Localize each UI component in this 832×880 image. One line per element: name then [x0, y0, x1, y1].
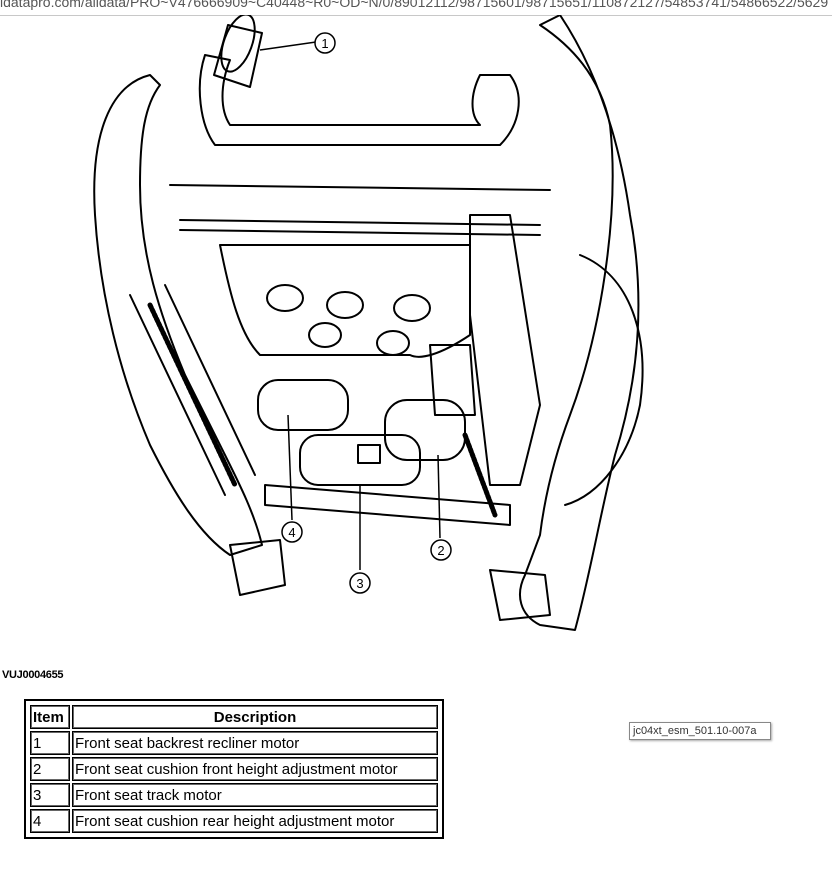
backrest-tube [198, 54, 520, 146]
seat-pan [219, 244, 471, 358]
callout-2: 2 [430, 539, 452, 561]
bottom-rail [264, 484, 511, 526]
item-number: 2 [30, 757, 70, 781]
left-side-panel [93, 74, 263, 556]
right-cushion [564, 254, 644, 506]
motor-4-body [257, 379, 349, 431]
right-foot [489, 569, 551, 621]
table-row: 4 Front seat cushion rear height adjustm… [30, 809, 438, 833]
motor-2-body [384, 399, 466, 461]
table-row: 2 Front seat cushion front height adjust… [30, 757, 438, 781]
description-header: Description [72, 705, 438, 729]
address-text[interactable]: idatapro.com/alldata/PRO~V476666909~C404… [0, 0, 829, 10]
callout-3-label: 3 [356, 576, 363, 591]
callout-4-label: 4 [288, 525, 295, 540]
left-foot [229, 539, 286, 596]
callout-1-label: 1 [321, 36, 328, 51]
callout-2-label: 2 [437, 543, 444, 558]
right-spring [462, 432, 498, 518]
item-number: 3 [30, 783, 70, 807]
legend-header-row: Item Description [30, 705, 438, 729]
reference-tooltip: jc04xt_esm_501.10-007a [629, 722, 771, 740]
table-row: 1 Front seat backrest recliner motor [30, 731, 438, 755]
table-row: 3 Front seat track motor [30, 783, 438, 807]
seat-motor-diagram: 1 2 3 4 [93, 15, 644, 631]
item-number: 4 [30, 809, 70, 833]
recliner-body [213, 24, 263, 88]
item-header: Item [30, 705, 70, 729]
item-number: 1 [30, 731, 70, 755]
legend-table: Item Description 1 Front seat backrest r… [24, 699, 444, 839]
item-description: Front seat backrest recliner motor [72, 731, 438, 755]
callout-1: 1 [314, 32, 336, 54]
left-spring [147, 302, 238, 488]
right-bracket [519, 15, 640, 631]
front-rail [179, 219, 541, 226]
item-description: Front seat cushion front height adjustme… [72, 757, 438, 781]
frame-divider [0, 15, 832, 16]
item-description: Front seat track motor [72, 783, 438, 807]
item-description: Front seat cushion rear height adjustmen… [72, 809, 438, 833]
callout-3: 3 [349, 572, 371, 594]
callout-4: 4 [281, 521, 303, 543]
figure-id: VUJ0004655 [2, 669, 64, 681]
